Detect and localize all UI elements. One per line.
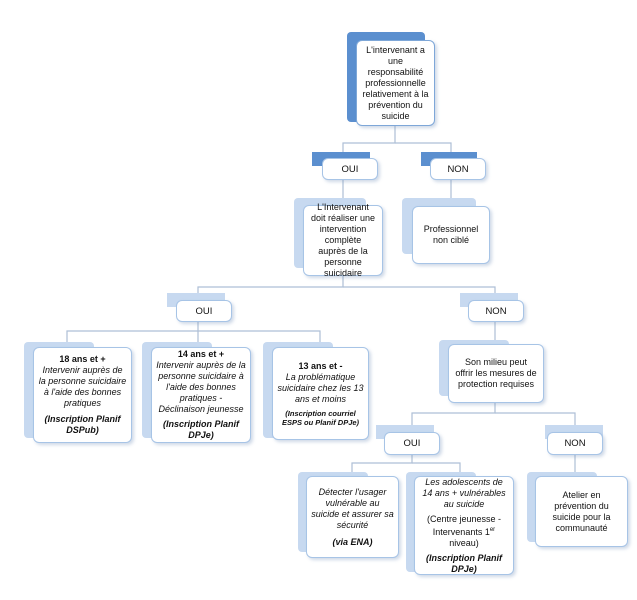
atelier-text: Atelier en prévention du suicide pour la…	[552, 489, 611, 533]
adolescents-note: (Inscription Planif DPJe)	[425, 552, 502, 574]
oui-level2-box: OUI	[176, 300, 232, 322]
root-question-box: L'intervenant a une responsabilité profe…	[356, 40, 435, 126]
detecter-box: Détecter l'usager vulnérable au suicide …	[306, 476, 399, 558]
age-14-note: (Inscription Planif DPJe)	[162, 419, 239, 440]
adolescents-centre-sup: er	[489, 526, 496, 533]
intervention-text: L'Intervenant doit réaliser une interven…	[310, 202, 376, 278]
adolescents-centre-text: (Centre jeunesse - Intervenants 1	[426, 513, 502, 537]
non-cible-box: Professionnel non ciblé	[412, 206, 490, 264]
age-14-desc: Intervenir auprès de la personne suicida…	[156, 360, 246, 414]
non-level3-box: NON	[547, 432, 603, 455]
detecter-note: (via ENA)	[332, 536, 373, 547]
age-18-title: 18 ans et +	[59, 354, 106, 364]
age-13-title: 13 ans et -	[298, 360, 343, 371]
age-14-box: 14 ans et + Intervenir auprès de la pers…	[151, 347, 251, 443]
milieu-box: Son milieu peut offrir les mesures de pr…	[448, 344, 544, 403]
oui-level1-box: OUI	[322, 158, 378, 180]
adolescents-centre-end: niveau)	[449, 537, 479, 548]
root-question-text: L'intervenant a une responsabilité profe…	[362, 44, 429, 121]
oui-level2-label: OUI	[195, 305, 213, 317]
atelier-box: Atelier en prévention du suicide pour la…	[535, 476, 628, 547]
age-18-box: 18 ans et + Intervenir auprès de la pers…	[33, 347, 132, 443]
non-level1-label: NON	[447, 163, 469, 175]
oui-level3-label: OUI	[403, 438, 421, 449]
non-level2-box: NON	[468, 300, 524, 322]
milieu-text: Son milieu peut offrir les mesures de pr…	[455, 357, 537, 389]
age-13-desc: La problématique suicidaire chez les 13 …	[277, 371, 364, 404]
non-level1-box: NON	[430, 158, 486, 180]
age-13-box: 13 ans et - La problématique suicidaire …	[272, 347, 369, 440]
adolescents-desc: Les adolescents de 14 ans + vulnérables …	[422, 476, 506, 509]
adolescents-centre: (Centre jeunesse - Intervenants 1er nive…	[419, 514, 509, 549]
age-18-note: (Inscription Planif DSPub)	[44, 414, 121, 435]
non-cible-text: Professionnel non ciblé	[423, 224, 479, 245]
adolescents-box: Les adolescents de 14 ans + vulnérables …	[414, 476, 514, 575]
oui-level3-box: OUI	[384, 432, 440, 455]
intervention-box: L'Intervenant doit réaliser une interven…	[303, 202, 383, 278]
non-level3-label: NON	[564, 438, 586, 449]
non-level2-label: NON	[485, 305, 507, 317]
oui-level1-label: OUI	[341, 163, 359, 175]
age-14-title: 14 ans et +	[177, 349, 225, 359]
detecter-desc: Détecter l'usager vulnérable au suicide …	[311, 486, 394, 530]
age-13-note: (Inscription courriel ESPS ou Planif DPJ…	[281, 408, 360, 427]
age-18-desc: Intervenir auprès de la personne suicida…	[38, 365, 127, 408]
